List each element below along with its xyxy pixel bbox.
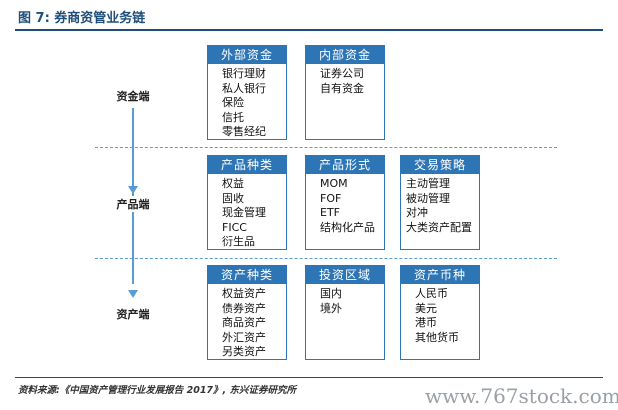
box-item: 外汇资产	[222, 330, 266, 344]
box-item: 主动管理	[406, 177, 450, 190]
box-item: 结构化产品	[320, 220, 375, 234]
box-item: 衍生品	[222, 235, 255, 249]
box-item: 国内	[320, 287, 342, 300]
box-header: 交易策略	[401, 156, 479, 174]
box-item: 另类资产	[222, 345, 266, 359]
box-trading-strategies: 交易策略 主动管理 被动管理 对冲 大类资产配置	[400, 155, 480, 250]
box-item: 被动管理	[406, 191, 450, 205]
box-item: 私人银行	[222, 81, 266, 95]
box-internal-funds: 内部资金 证券公司 自有资金	[305, 45, 385, 140]
box-item: 信托	[222, 110, 244, 124]
box-item: 现金管理	[222, 206, 266, 220]
box-item: 对冲	[406, 206, 428, 220]
box-header: 资产种类	[208, 266, 286, 284]
box-item: 自有资金	[320, 81, 364, 95]
box-item: 权益资产	[222, 287, 266, 300]
tier-separator	[95, 147, 557, 148]
box-item: 银行理财	[222, 67, 266, 80]
box-item: 大类资产配置	[406, 220, 472, 234]
box-item: 美元	[415, 301, 437, 315]
tier-separator	[95, 258, 557, 259]
box-item: 债券资产	[222, 301, 266, 315]
box-item: 固收	[222, 191, 244, 205]
box-item: 港币	[415, 316, 437, 330]
box-header: 产品形式	[306, 156, 384, 174]
watermark: www.767stock.com	[425, 384, 618, 408]
box-item: 其他货币	[415, 330, 459, 344]
box-header: 产品种类	[208, 156, 286, 174]
level-label-product: 产品端	[103, 196, 163, 212]
box-item: ETF	[320, 206, 340, 220]
box-item: 证券公司	[320, 67, 364, 80]
level-label-asset: 资产端	[103, 306, 163, 322]
box-item: 保险	[222, 96, 244, 110]
box-item: MOM	[320, 177, 348, 190]
figure-title: 图 7: 券商资管业务链	[18, 11, 146, 26]
box-item: 人民币	[415, 287, 448, 300]
box-header: 外部资金	[208, 46, 286, 64]
box-asset-currencies: 资产币种 人民币 美元 港币 其他货币	[400, 265, 480, 360]
flow-arrow-icon	[128, 290, 138, 298]
box-item: 零售经纪	[222, 125, 266, 139]
box-header: 投资区域	[306, 266, 384, 284]
box-item: 商品资产	[222, 316, 266, 330]
footer-divider	[15, 377, 603, 378]
box-asset-types: 资产种类 权益资产 债券资产 商品资产 外汇资产 另类资产	[207, 265, 287, 360]
box-product-types: 产品种类 权益 固收 现金管理 FICC 衍生品	[207, 155, 287, 250]
box-header: 内部资金	[306, 46, 384, 64]
box-header: 资产币种	[401, 266, 479, 284]
title-divider	[15, 29, 603, 31]
box-item: 权益	[222, 177, 244, 190]
box-item: FICC	[222, 220, 247, 234]
flow-arrow-icon	[128, 186, 138, 194]
box-external-funds: 外部资金 银行理财 私人银行 保险 信托 零售经纪	[207, 45, 287, 140]
level-label-funding: 资金端	[103, 88, 163, 104]
box-investment-regions: 投资区域 国内 境外	[305, 265, 385, 360]
source-note: 资料来源:《中国资产管理行业发展报告 2017》, 东兴证券研究所	[18, 385, 296, 396]
box-product-forms: 产品形式 MOM FOF ETF 结构化产品	[305, 155, 385, 250]
box-item: 境外	[320, 301, 342, 315]
box-item: FOF	[320, 191, 342, 205]
